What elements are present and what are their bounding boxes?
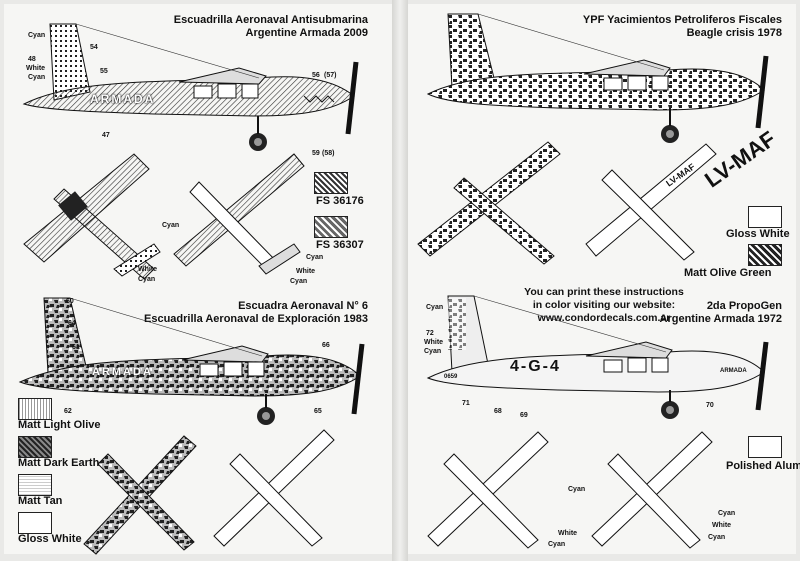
swatch-gloss-white-r: [748, 206, 782, 228]
scheme4-side-view: [426, 295, 769, 419]
callout-60: 60: [66, 298, 74, 305]
callout-69: 69: [520, 412, 528, 419]
scheme1-side-view: [22, 23, 359, 151]
callout-47: 47: [102, 132, 110, 139]
callout-56: 56: [312, 72, 320, 79]
callout-cyan: Cyan: [28, 32, 46, 39]
callout-48: 48: [28, 56, 36, 63]
label-fs36307: FS 36307: [316, 239, 364, 251]
swatch-matt-light-olive: [18, 398, 52, 420]
callout-70: 70: [706, 402, 714, 409]
label-polished-aluminium: Polished Aluminium: [726, 460, 800, 472]
swatch-matt-olive-green: [748, 244, 782, 266]
scheme4-nose-text: ARMADA: [720, 368, 747, 374]
swatch-polished-aluminium: [748, 436, 782, 458]
callout-cyan-bot: Cyan: [306, 254, 324, 261]
callout-cyan-s4b1: Cyan: [718, 510, 736, 517]
callout-cyan-s4t2: Cyan: [548, 541, 566, 548]
callout-cyan: Cyan: [28, 74, 46, 81]
label-gloss-white: Gloss White: [18, 533, 82, 545]
scheme4-tail-text: 0659: [444, 374, 458, 380]
callout-cyan-s4: Cyan: [426, 304, 444, 311]
callout-white-top: White: [138, 266, 158, 273]
label-matt-dark-earth: Matt Dark Earth: [18, 457, 100, 469]
callout-62: 62: [64, 408, 72, 415]
swatch-matt-dark-earth: [18, 436, 52, 458]
swatch-fs36176: [314, 172, 348, 194]
callout-cyan-s4t: Cyan: [568, 486, 586, 493]
callout-white-bot: White: [296, 268, 316, 275]
scheme4-code: 4-G-4: [510, 358, 561, 375]
swatch-matt-tan: [18, 474, 52, 496]
callout-cyan-bot2: Cyan: [290, 278, 308, 285]
label-matt-olive-green: Matt Olive Green: [684, 267, 772, 279]
scheme4-top-bottom-views: [427, 431, 713, 549]
callout-cyan-s4b2: Cyan: [708, 534, 726, 541]
label-matt-tan: Matt Tan: [18, 495, 63, 507]
callout-68: 68: [494, 408, 502, 415]
scheme2-side-view: [426, 13, 769, 143]
scheme3-fuselage-text: ARMADA: [92, 366, 153, 378]
callout-white-s4b: White: [712, 522, 732, 529]
callout-72: 72: [426, 330, 434, 337]
callout-cyan-top: Cyan: [162, 222, 180, 229]
scheme3-top-bottom-views: [83, 429, 335, 555]
callout-54: 54: [90, 44, 98, 51]
callout-cyan-top2: Cyan: [138, 276, 156, 283]
scheme1-fuselage-text: ARMADA: [90, 92, 156, 106]
roundel-57: (57): [324, 72, 337, 79]
callout-59: 59: [312, 150, 320, 157]
callout-55: 55: [100, 68, 108, 75]
callout-white: White: [26, 65, 46, 72]
callout-64: 64: [68, 320, 76, 327]
callout-65: 65: [314, 408, 322, 415]
callout-61: 61: [72, 344, 80, 351]
callout-white-s4t: White: [558, 530, 578, 537]
scheme2-top-bottom-views: [417, 141, 717, 265]
swatch-fs36307: [314, 216, 348, 238]
scheme1-top-bottom-views: [23, 153, 305, 280]
label-matt-light-olive: Matt Light Olive: [18, 419, 101, 431]
callout-71: 71: [462, 400, 470, 407]
label-gloss-white-r: Gloss White: [726, 228, 790, 240]
callout-white-s4: White: [424, 339, 444, 346]
callout-66: 66: [322, 342, 330, 349]
roundel-58: (58): [322, 150, 335, 157]
callout-cyan-s4b: Cyan: [424, 348, 442, 355]
page-gutter: [392, 0, 408, 561]
scheme3-side-view: [18, 297, 365, 425]
label-fs36176: FS 36176: [316, 195, 364, 207]
swatch-gloss-white: [18, 512, 52, 534]
